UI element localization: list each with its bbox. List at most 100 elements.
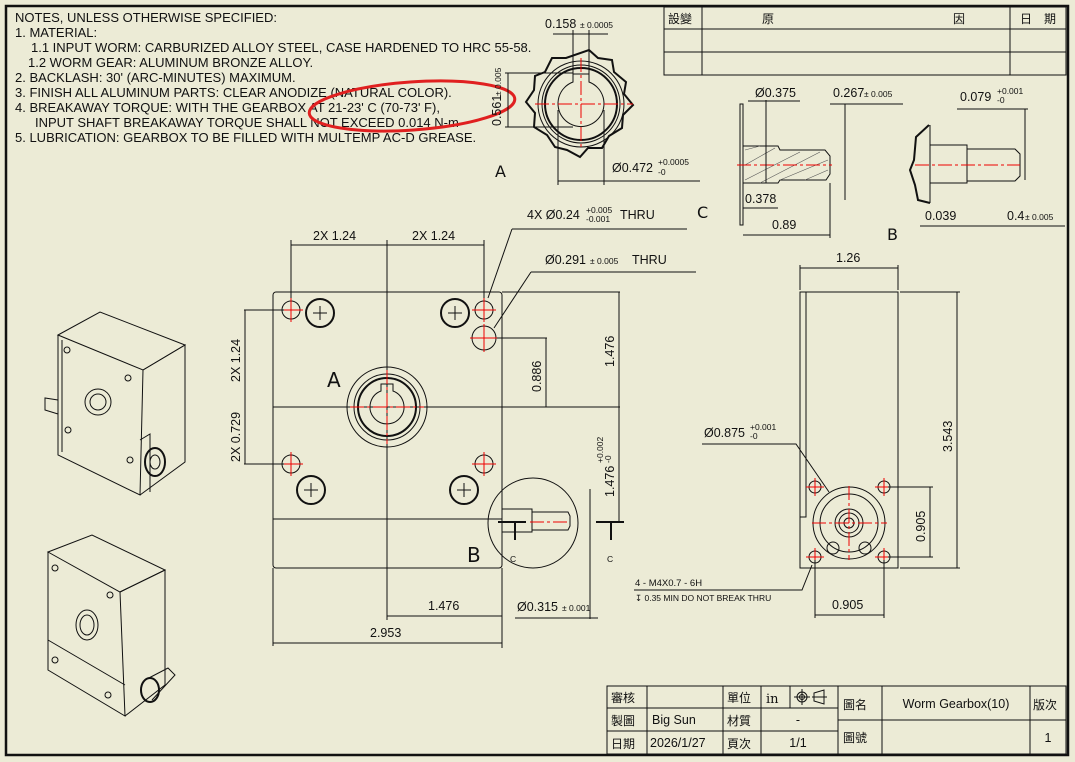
side-view: 1.26 3.543 0.905 0.905 Ø0.875 +0.001 -0 … [634, 251, 960, 618]
dim-2x124-vertical: 2X 1.24 [229, 339, 243, 382]
front-view: C C A B 2X 1.24 2X 1.24 4X Ø0.24 +0.005 … [229, 205, 696, 648]
hole-callout: 4X Ø0.24 [527, 208, 580, 222]
detail-a-label: A [495, 162, 506, 181]
screw-heads [296, 298, 479, 505]
note-line: 1. MATERIAL: [15, 25, 97, 40]
dim-2x124-left: 2X 1.24 [313, 229, 356, 243]
note-line: 3. FINISH ALL ALUMINUM PARTS: CLEAR ANOD… [15, 85, 452, 100]
hole-thru: THRU [620, 208, 655, 222]
red-markup-circle [307, 79, 517, 133]
dim-b-04: 0.4 [1007, 209, 1024, 223]
sheet-border [4, 4, 1070, 757]
dim-keyway-height: 0.561 [490, 95, 504, 126]
detail-b-view: 0.079 +0.001 -0 0.039 0.4 ± 0.005 B [887, 86, 1065, 244]
review-label: 審核 [611, 690, 635, 705]
note-line: INPUT SHAFT BREAKAWAY TORQUE SHALL NOT E… [35, 115, 459, 130]
dim-1476-tolerance: 1.476 [603, 466, 617, 497]
dim-1476-bottom: 1.476 [428, 599, 459, 613]
isometric-view-top [44, 311, 187, 496]
view-label-b: B [467, 543, 481, 567]
drafter: Big Sun [652, 713, 696, 727]
dim-1476-tol-upper: +0.002 [595, 436, 605, 463]
projection-symbol-icon [794, 689, 827, 705]
dim-keyway-tol: ± 0.0005 [580, 20, 613, 30]
section-c-view: Ø0.375 0.267 ± 0.005 0.378 0.89 C [697, 86, 903, 238]
dim-keyway-height-tol: ± 0.005 [493, 67, 503, 96]
dim-bore-tol-lower: -0 [658, 167, 666, 177]
detail-b-label: B [887, 225, 898, 244]
dim-side-bore-tol-upper: +0.001 [750, 422, 777, 432]
date-label: 日期 [611, 737, 635, 751]
notes-block: NOTES, UNLESS OTHERWISE SPECIFIED: 1. MA… [15, 10, 531, 145]
hole-tol-lower: -0.001 [586, 214, 610, 224]
dim-side-bore: Ø0.875 [704, 426, 745, 440]
dim-c-0267: 0.267 [833, 86, 864, 100]
dim-bore-tol-upper: +0.0005 [658, 157, 689, 167]
section-mark-right: C [607, 554, 613, 564]
dim-b-04-tol: ± 0.005 [1025, 212, 1054, 222]
dim-c-diameter: Ø0.375 [755, 86, 796, 100]
drawing-no-label: 圖號 [843, 731, 867, 745]
dim-b-0079-tol-lower: -0 [997, 95, 1005, 105]
dim-c-089: 0.89 [772, 218, 796, 232]
note-line: 2. BACKLASH: 30' (ARC-MINUTES) MAXIMUM. [15, 70, 296, 85]
dim-0905-vertical: 0.905 [914, 511, 928, 542]
dim-c-0267-tol: ± 0.005 [864, 89, 893, 99]
view-label-a: A [327, 368, 341, 392]
drafter-label: 製圖 [611, 714, 635, 728]
section-mark-left: C [510, 554, 516, 564]
thread-depth-note: ↧ 0.35 MIN DO NOT BREAK THRU [635, 593, 771, 603]
dim-2953: 2.953 [370, 626, 401, 640]
note-line: 4. BREAKAWAY TORQUE: WITH THE GEARBOX AT… [15, 100, 440, 115]
dim-b-0039: 0.039 [925, 209, 956, 223]
version-label: 版次 [1033, 698, 1057, 712]
date: 2026/1/27 [650, 736, 706, 750]
dim-c-0378: 0.378 [745, 192, 776, 206]
dim-b-0079-tol-upper: +0.001 [997, 86, 1024, 96]
page-label: 頁次 [727, 737, 751, 751]
dim-2x0729: 2X 0.729 [229, 412, 243, 462]
dim-3543: 3.543 [941, 421, 955, 452]
revision-table: 設變 原 因 日 期 [663, 6, 1067, 76]
dim-side-bore-tol-lower: -0 [750, 431, 758, 441]
title-block: 審核 單位 in 圖名 Worm Gearbox(10) 版次 製圖 Big S… [606, 685, 1067, 755]
dim-0886: 0.886 [530, 361, 544, 392]
unit-label: 單位 [727, 690, 751, 705]
rev-header-date: 日 期 [1020, 12, 1056, 26]
dim-shaft-tol: ± 0.001 [562, 603, 591, 613]
hole2-callout: Ø0.291 [545, 253, 586, 267]
dim-1476-tol-lower: -0 [603, 455, 613, 463]
dim-1476-top: 1.476 [603, 336, 617, 367]
rev-header-reason-1: 原 [762, 12, 774, 26]
mounting-holes [279, 298, 498, 476]
thread-callout: 4 - M4X0.7 - 6H [635, 578, 702, 589]
rev-header-reason-2: 因 [953, 12, 965, 26]
dim-126: 1.26 [836, 251, 860, 265]
dim-keyway-width: 0.158 [545, 17, 576, 31]
detail-a-view: 0.158 ± 0.0005 0.561 ± 0.005 Ø0.472 +0.0… [490, 17, 700, 185]
dim-2x124-right: 2X 1.24 [412, 229, 455, 243]
dim-0905-horizontal: 0.905 [832, 598, 863, 612]
material-label: 材質 [727, 713, 751, 728]
hole-tol-upper: +0.005 [586, 205, 613, 215]
note-line: 1.1 INPUT WORM: CARBURIZED ALLOY STEEL, … [31, 40, 531, 55]
section-c-label: C [697, 203, 708, 222]
unit-value: in [766, 692, 779, 707]
detail-b-circle [487, 477, 579, 569]
material: - [796, 713, 800, 727]
dim-bore-diameter: Ø0.472 [612, 161, 653, 175]
hole2-thru: THRU [632, 253, 667, 267]
note-line: 5. LUBRICATION: GEARBOX TO BE FILLED WIT… [15, 130, 476, 145]
dim-b-0079: 0.079 [960, 90, 991, 104]
drawing-name: Worm Gearbox(10) [903, 697, 1010, 711]
version: 1 [1045, 731, 1052, 745]
isometric-view-bottom [46, 534, 176, 717]
page: 1/1 [789, 736, 806, 750]
drawing-name-label: 圖名 [843, 697, 867, 712]
dim-shaft-diameter: Ø0.315 [517, 600, 558, 614]
notes-title: NOTES, UNLESS OTHERWISE SPECIFIED: [15, 10, 277, 25]
hole2-tol: ± 0.005 [590, 256, 619, 266]
note-line: 1.2 WORM GEAR: ALUMINUM BRONZE ALLOY. [28, 55, 313, 70]
